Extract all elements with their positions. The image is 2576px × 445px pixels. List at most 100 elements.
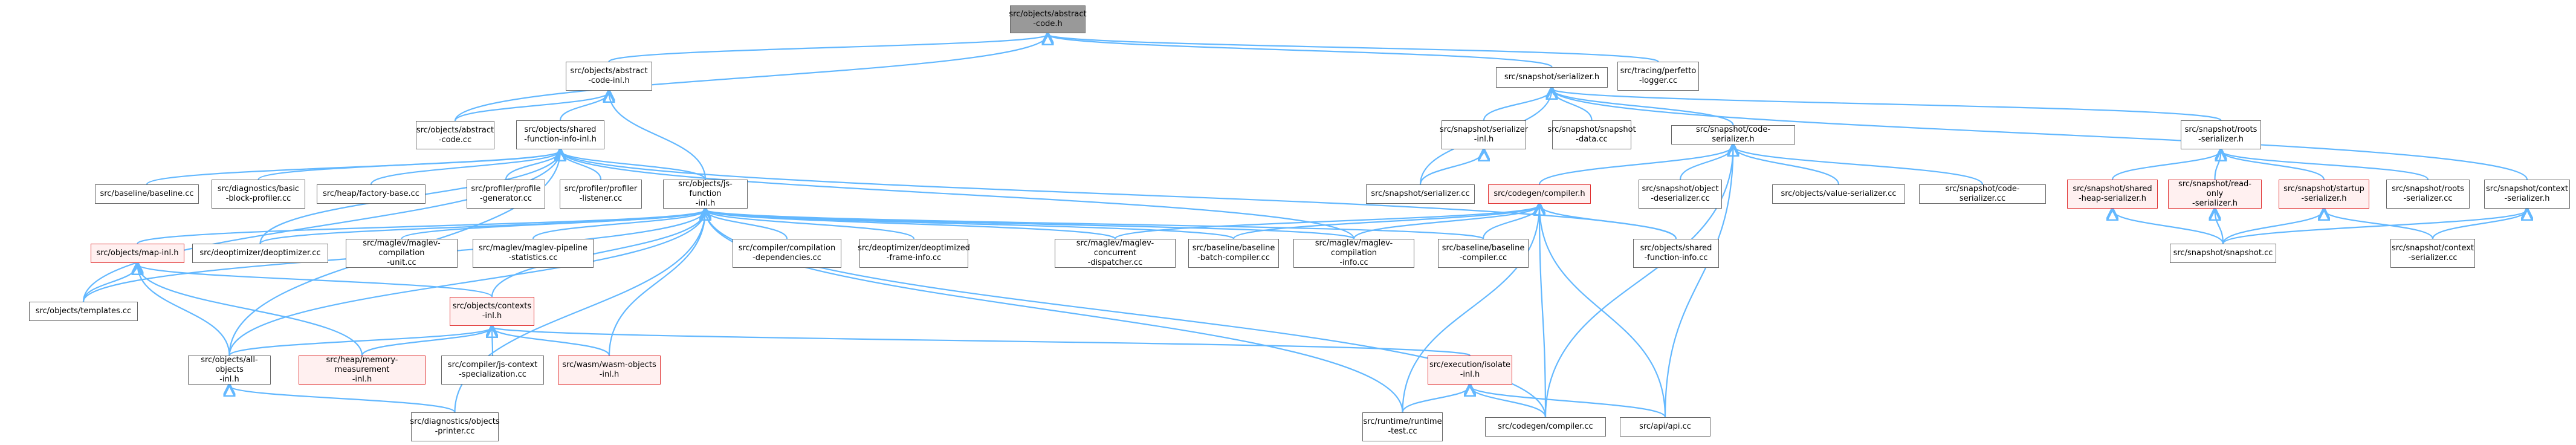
edge-abstract-code-cc-to-abstract-code-inl-h — [454, 92, 609, 122]
node-shared-function-info-cc[interactable]: src/objects/shared-function-info.cc — [1633, 239, 1719, 268]
edge-snapshot-serializer-h-to-abstract-code-h — [1048, 34, 1553, 68]
edge-all-objects-inl-h-to-contexts-inl-h — [228, 327, 493, 357]
edge-maglev-compilation-info-cc-to-shared-function-info-inl-h — [560, 151, 1355, 239]
node-snapshot-serializer-cc[interactable]: src/snapshot/serializer.cc — [1366, 184, 1475, 204]
edge-code-serializer-h-to-snapshot-serializer-h — [1552, 89, 1734, 126]
edge-templates-cc-to-map-inl-h — [82, 264, 138, 302]
edge-shared-function-info-cc-to-codegen-compiler-h — [1539, 205, 1677, 239]
node-templates-cc[interactable]: src/objects/templates.cc — [29, 302, 138, 321]
edge-baseline-batch-compiler-cc-to-codegen-compiler-h — [1232, 205, 1539, 239]
edge-objects-printer-cc-to-all-objects-inl-h — [230, 386, 456, 414]
edge-context-serializer-h-to-snapshot-serializer-h — [1552, 89, 2528, 180]
node-code-serializer-h[interactable]: src/snapshot/code-serializer.h — [1671, 125, 1795, 145]
node-read-only-serializer-h[interactable]: src/snapshot/read-only-serializer.h — [2168, 180, 2262, 209]
edge-memory-measurement-inl-h-to-contexts-inl-h — [361, 327, 492, 356]
edge-maglev-concurrent-dispatcher-cc-to-codegen-compiler-h — [1114, 205, 1539, 240]
node-abstract-code-cc[interactable]: src/objects/abstract-code.cc — [416, 121, 494, 149]
node-profiler-listener-cc[interactable]: src/profiler/profiler-listener.cc — [560, 180, 642, 209]
node-all-objects-inl-h[interactable]: src/objects/all-objects-inl.h — [188, 356, 271, 385]
edge-contexts-inl-h-to-map-inl-h — [138, 264, 493, 298]
edge-runtime-test-cc-to-codegen-compiler-h — [1402, 205, 1540, 413]
node-roots-serializer-h[interactable]: src/snapshot/roots-serializer.h — [2181, 120, 2261, 149]
edge-runtime-test-cc-to-isolate-inl-h — [1402, 386, 1471, 413]
node-baseline-batch-compiler-cc[interactable]: src/baseline/baseline-batch-compiler.cc — [1188, 239, 1279, 268]
node-maglev-compilation-unit-cc[interactable]: src/maglev/maglev-compilation-unit.cc — [346, 239, 458, 268]
edge-js-function-inl-h-to-abstract-code-inl-h — [609, 92, 707, 180]
node-shared-function-info-inl-h[interactable]: src/objects/shared-function-info-inl.h — [516, 120, 604, 149]
node-deoptimized-frame-info-cc[interactable]: src/deoptimizer/deoptimized-frame-info.c… — [858, 239, 970, 268]
node-compilation-dependencies-cc[interactable]: src/compiler/compilation-dependencies.cc — [733, 239, 841, 268]
edge-object-deserializer-cc-to-code-serializer-h — [1679, 146, 1733, 180]
node-objects-printer-cc[interactable]: src/diagnostics/objects-printer.cc — [410, 412, 500, 441]
edge-wasm-objects-inl-h-to-contexts-inl-h — [492, 327, 610, 356]
node-context-serializer-cc[interactable]: src/snapshot/context-serializer.cc — [2390, 239, 2475, 268]
node-contexts-inl-h[interactable]: src/objects/contexts-inl.h — [450, 297, 534, 326]
node-js-context-specialization-cc[interactable]: src/compiler/js-context-specialization.c… — [441, 356, 544, 385]
edge-snapshot-cc-to-shared-heap-serializer-h — [2112, 210, 2224, 244]
edge-map-inl-h-to-js-function-inl-h — [137, 210, 706, 245]
edge-context-serializer-cc-to-context-serializer-h — [2432, 210, 2527, 239]
node-serializer-inl-h[interactable]: src/snapshot/serializer-inl.h — [1440, 120, 1528, 149]
edge-memory-measurement-inl-h-to-map-inl-h — [138, 264, 363, 356]
node-object-deserializer-cc[interactable]: src/snapshot/object-deserializer.cc — [1639, 180, 1722, 209]
node-maglev-concurrent-dispatcher-cc[interactable]: src/maglev/maglev-concurrent-dispatcher.… — [1055, 239, 1176, 268]
node-startup-serializer-h[interactable]: src/snapshot/startup-serializer.h — [2279, 180, 2369, 209]
edge-context-serializer-cc-to-startup-serializer-h — [2324, 210, 2434, 239]
edge-contexts-inl-h-to-js-function-inl-h — [491, 210, 705, 297]
node-basic-block-profiler-cc[interactable]: src/diagnostics/basic-block-profiler.cc — [212, 180, 305, 209]
edge-snapshot-cc-to-startup-serializer-h — [2222, 210, 2324, 244]
node-codegen-compiler-h[interactable]: src/codegen/compiler.h — [1488, 184, 1591, 204]
node-map-inl-h[interactable]: src/objects/map-inl.h — [91, 244, 184, 263]
node-code-serializer-cc[interactable]: src/snapshot/code-serializer.cc — [1919, 184, 2046, 204]
edge-codegen-compiler-cc-to-code-serializer-h — [1544, 146, 1733, 418]
edge-maglev-pipeline-statistics-cc-to-js-function-inl-h — [532, 210, 705, 239]
edge-value-serializer-cc-to-code-serializer-h — [1733, 146, 1840, 185]
node-isolate-inl-h[interactable]: src/execution/isolate-inl.h — [1428, 356, 1512, 385]
edge-roots-serializer-cc-to-roots-serializer-h — [2221, 151, 2429, 180]
edge-abstract-code-inl-h-to-abstract-code-h — [608, 34, 1048, 63]
node-maglev-compilation-info-cc[interactable]: src/maglev/maglev-compilation-info.cc — [1293, 239, 1414, 268]
node-roots-serializer-cc[interactable]: src/snapshot/roots-serializer.cc — [2386, 180, 2470, 209]
node-abstract-code-h: src/objects/abstract-code.h — [1009, 5, 1087, 33]
edge-code-serializer-cc-to-code-serializer-h — [1733, 146, 1984, 185]
edge-startup-serializer-h-to-roots-serializer-h — [2221, 151, 2325, 180]
node-snapshot-serializer-h[interactable]: src/snapshot/serializer.h — [1496, 67, 1608, 88]
node-value-serializer-cc[interactable]: src/objects/value-serializer.cc — [1772, 184, 1905, 204]
node-memory-measurement-inl-h[interactable]: src/heap/memory-measurement-inl.h — [299, 356, 426, 385]
edge-basic-block-profiler-cc-to-shared-function-info-inl-h — [257, 151, 561, 181]
node-snapshot-data-cc[interactable]: src/snapshot/snapshot-data.cc — [1547, 120, 1636, 149]
node-baseline-cc[interactable]: src/baseline/baseline.cc — [95, 184, 199, 204]
edge-maglev-compilation-unit-cc-to-js-function-inl-h — [401, 210, 706, 240]
node-profile-generator-cc[interactable]: src/profiler/profile-generator.cc — [467, 180, 545, 209]
edge-abstract-code-cc-to-abstract-code-h — [454, 34, 1048, 122]
edge-templates-cc-to-shared-function-info-inl-h — [82, 151, 560, 302]
node-baseline-compiler-cc[interactable]: src/baseline/baseline-compiler.cc — [1438, 239, 1529, 268]
node-deoptimizer-cc[interactable]: src/deoptimizer/deoptimizer.cc — [192, 244, 328, 263]
edge-roots-serializer-h-to-snapshot-serializer-h — [1552, 89, 2222, 122]
edge-baseline-compiler-cc-to-js-function-inl-h — [705, 210, 1484, 240]
edge-deoptimized-frame-info-cc-to-js-function-inl-h — [705, 210, 915, 239]
edge-codegen-compiler-h-to-code-serializer-h — [1538, 146, 1733, 185]
node-abstract-code-inl-h[interactable]: src/objects/abstract-code-inl.h — [566, 62, 652, 91]
node-snapshot-cc[interactable]: src/snapshot/snapshot.cc — [2170, 244, 2276, 263]
edge-factory-base-cc-to-shared-function-info-inl-h — [370, 151, 560, 185]
node-maglev-pipeline-statistics-cc[interactable]: src/maglev/maglev-pipeline-statistics.cc — [473, 239, 594, 268]
node-factory-base-cc[interactable]: src/heap/factory-base.cc — [317, 184, 426, 204]
node-runtime-test-cc[interactable]: src/runtime/runtime-test.cc — [1362, 412, 1443, 441]
edge-maglev-compilation-info-cc-to-codegen-compiler-h — [1353, 205, 1539, 239]
edge-isolate-inl-h-to-contexts-inl-h — [492, 327, 1471, 357]
edge-perfetto-logger-cc-to-abstract-code-h — [1048, 34, 1659, 63]
node-shared-heap-serializer-h[interactable]: src/snapshot/shared-heap-serializer.h — [2067, 180, 2158, 209]
edge-api-cc-to-isolate-inl-h — [1470, 386, 1666, 418]
edge-js-context-specialization-cc-to-contexts-inl-h — [492, 327, 493, 356]
node-context-serializer-h[interactable]: src/snapshot/context-serializer.h — [2484, 180, 2570, 209]
edge-snapshot-cc-to-read-only-serializer-h — [2215, 210, 2224, 244]
node-codegen-compiler-cc[interactable]: src/codegen/compiler.cc — [1485, 417, 1606, 437]
node-js-function-inl-h[interactable]: src/objects/js-function-inl.h — [663, 180, 748, 209]
edge-shared-heap-serializer-h-to-roots-serializer-h — [2111, 151, 2221, 180]
node-perfetto-logger-cc[interactable]: src/tracing/perfetto-logger.cc — [1617, 62, 1699, 91]
node-api-cc[interactable]: src/api/api.cc — [1620, 417, 1710, 437]
edge-wasm-objects-inl-h-to-js-function-inl-h — [608, 210, 705, 356]
node-wasm-objects-inl-h[interactable]: src/wasm/wasm-objects-inl.h — [558, 356, 661, 385]
